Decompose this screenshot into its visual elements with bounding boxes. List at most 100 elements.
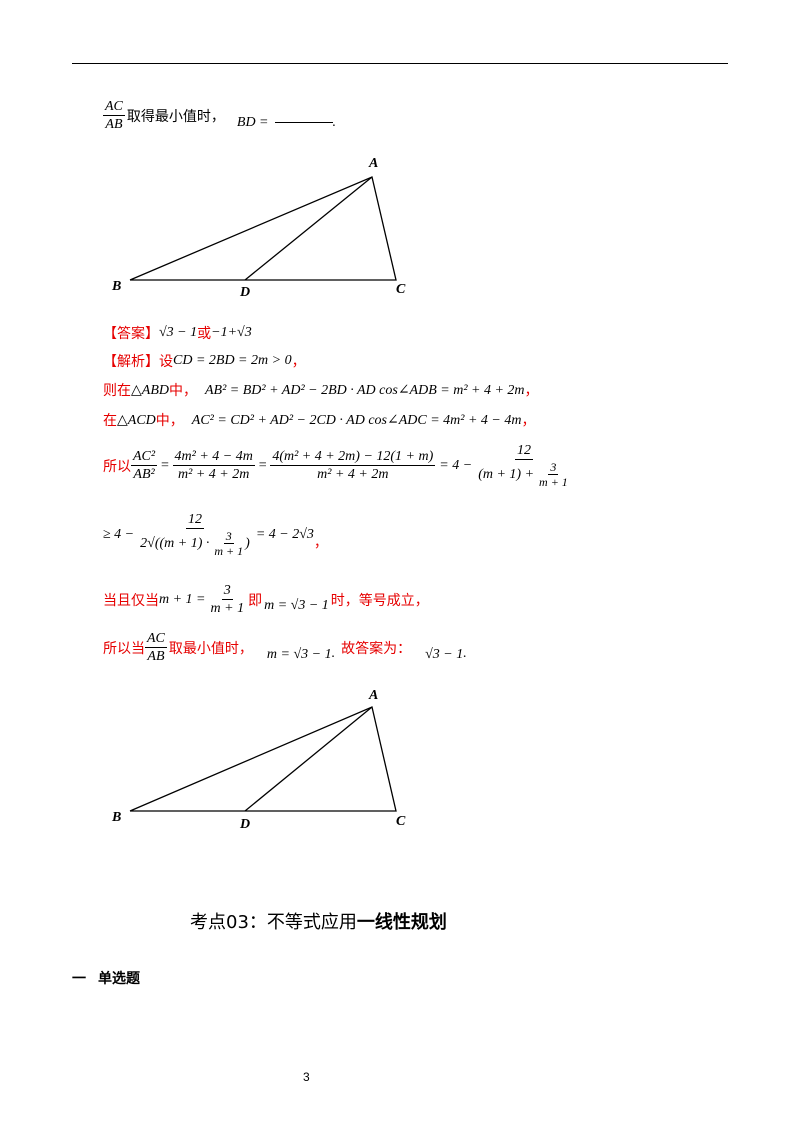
fraction-denominator: AB²	[133, 467, 155, 482]
vertex-a-label: A	[368, 156, 378, 171]
vertex-c-label: C	[396, 282, 406, 297]
triangle-acd: △ACD	[117, 412, 156, 428]
fraction-numerator: AC	[103, 99, 125, 116]
line5-ji: 即	[248, 592, 263, 609]
triangle-figure-1: A B D C	[111, 156, 406, 300]
subsection-title: 单选题	[98, 971, 140, 987]
segment-ad	[244, 706, 373, 812]
denominator-part: (m + 1) +	[478, 467, 535, 482]
line6-answer-value: √3 − 1	[425, 646, 464, 662]
fraction-numerator: 3	[548, 460, 559, 475]
header-rule	[72, 63, 728, 64]
line2-comma: ，	[521, 413, 536, 429]
fraction-denominator: m + 1	[539, 475, 568, 489]
line4-ge: ≥ 4 −	[103, 526, 135, 542]
fraction-denominator: AB	[147, 649, 165, 664]
vertex-c-label: C	[396, 814, 406, 829]
fraction-step-5: 12 2√((m + 1) · 3 m + 1 )	[138, 511, 252, 558]
line4-comma: ，	[313, 534, 328, 551]
fraction-ac-ab: AC AB	[145, 630, 167, 665]
line2-zhong: 中，	[155, 413, 184, 429]
segment-ad	[244, 176, 373, 281]
line5-prefix: 当且仅当	[103, 592, 159, 609]
analysis-intro-line: 【解析】 设 CD = 2BD = 2m > 0 ，	[103, 351, 306, 371]
line3-prefix: 所以	[103, 458, 131, 475]
inner-fraction: 3 m + 1	[212, 529, 245, 558]
line5-suffix: 时，等号成立，	[330, 592, 429, 609]
analysis-comma: ，	[291, 354, 306, 370]
fraction-denominator: m² + 4 + 2m	[317, 467, 389, 482]
inner-fraction: 3 m + 1	[537, 460, 570, 489]
subsection-number: 一	[72, 971, 86, 987]
fraction-numerator: 3	[221, 583, 233, 600]
answer-value-2: −1+√3	[211, 325, 252, 340]
line6-prefix: 所以当	[103, 640, 145, 657]
triangle-figure-2: A B D C	[111, 688, 406, 830]
line2-equation: AC² = CD² + AD² − 2CD · AD cos∠ADC = 4m²…	[191, 412, 522, 428]
line6-answer-label: 故答案为：	[341, 640, 412, 657]
question-period: .	[332, 114, 337, 130]
line1-comma: ，	[524, 383, 539, 399]
point-d-label: D	[239, 285, 250, 300]
bd-label: BD =	[236, 114, 269, 130]
fraction-numerator: 12	[185, 512, 204, 529]
triangle-abd: △ABD	[131, 382, 169, 398]
answer-value-1: √3 − 1	[159, 325, 198, 340]
fraction-denominator: m + 1	[214, 544, 244, 558]
answer-line: 【答案】 √3 − 1 或 −1+√3	[103, 323, 252, 343]
line1-zhong: 中，	[168, 383, 197, 399]
analysis-intro: 设	[159, 354, 173, 370]
analysis-tag: 【解析】	[103, 354, 159, 370]
fraction-numerator: AC²	[131, 449, 158, 466]
fraction-denominator: 2√((m + 1) · 3 m + 1 )	[138, 529, 252, 558]
eq-4-minus: = 4 −	[439, 457, 473, 473]
analysis-line-5: 当且仅当 m + 1 = 3 m + 1 即 m = √3 − 1 时，等号成立…	[103, 582, 429, 617]
denominator-close: )	[245, 536, 250, 551]
line2-prefix: 在	[103, 413, 117, 429]
line5-lhs: m + 1 =	[159, 591, 206, 607]
fraction-numerator: 4(m² + 4 + 2m) − 12(1 + m)	[270, 449, 436, 466]
question-fraction: AC AB	[103, 98, 125, 133]
answer-or: 或	[197, 326, 212, 342]
page-number: 3	[303, 1070, 310, 1084]
triangle-outline	[129, 706, 397, 812]
fraction-step-4: 12 (m + 1) + 3 m + 1	[476, 442, 572, 489]
analysis-line-6: 所以当 AC AB 取最小值时， m = √3 − 1 . 故答案为： √3 −…	[103, 630, 467, 665]
fraction-numerator: 12	[514, 443, 533, 460]
section-title: 考点03：不等式应用一线性规划	[190, 908, 447, 934]
triangle-outline	[129, 176, 397, 281]
fraction-numerator: 4m² + 4 − 4m	[172, 449, 255, 466]
fraction-ac2-ab2: AC² AB²	[131, 448, 158, 483]
line4-result: = 4 − 2√3	[255, 526, 314, 542]
analysis-line-3: 所以 AC² AB² = 4m² + 4 − 4m m² + 4 + 2m = …	[103, 442, 572, 489]
question-line: AC AB 取得最小值时， BD = .	[103, 98, 336, 133]
fraction-step-3: 4(m² + 4 + 2m) − 12(1 + m) m² + 4 + 2m	[270, 448, 436, 483]
answer-blank	[274, 122, 333, 123]
subsection-heading: 一 单选题	[72, 968, 140, 988]
question-text: 取得最小值时，	[126, 108, 225, 125]
vertex-a-label: A	[368, 688, 378, 703]
fraction-numerator: 3	[223, 529, 234, 544]
line6-m-value: m = √3 − 1	[266, 646, 332, 662]
section-title-bold: 一线性规划	[356, 912, 447, 933]
line1-equation: AB² = BD² + AD² − 2BD · AD cos∠ADB = m² …	[204, 382, 525, 398]
line6-end: .	[463, 645, 467, 661]
analysis-line-2: 在 △ACD 中， AC² = CD² + AD² − 2CD · AD cos…	[103, 410, 535, 430]
point-d-label: D	[239, 817, 250, 830]
line5-m-value: m = √3 − 1	[264, 597, 329, 613]
fraction-step-2: 4m² + 4 − 4m m² + 4 + 2m	[172, 448, 255, 483]
line1-prefix: 则在	[103, 383, 131, 399]
fraction-denominator: m² + 4 + 2m	[178, 467, 250, 482]
section-title-plain: 考点03：不等式应用	[190, 912, 357, 933]
fraction-denominator: AB	[105, 117, 123, 132]
fraction-3-over-m1: 3 m + 1	[209, 582, 247, 617]
fraction-numerator: AC	[145, 631, 167, 648]
line6-mid: 取最小值时，	[168, 640, 253, 657]
vertex-b-label: B	[111, 810, 121, 825]
analysis-setup: CD = 2BD = 2m > 0	[173, 353, 292, 368]
vertex-b-label: B	[111, 279, 121, 294]
analysis-line-1: 则在 △ABD 中， AB² = BD² + AD² − 2BD · AD co…	[103, 380, 539, 400]
analysis-line-4: ≥ 4 − 12 2√((m + 1) · 3 m + 1 ) = 4 − 2√…	[103, 511, 328, 558]
denominator-part: 2√((m + 1) ·	[140, 536, 210, 551]
fraction-denominator: m + 1	[210, 601, 245, 616]
